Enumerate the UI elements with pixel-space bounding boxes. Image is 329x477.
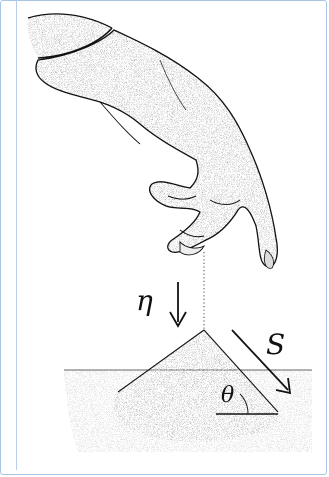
hand: [36, 30, 277, 268]
theta-label: θ: [221, 383, 234, 408]
sand-pile: [114, 330, 280, 442]
eta-arrow: [170, 282, 186, 326]
S-label: S: [266, 328, 285, 361]
eta-label: η: [136, 284, 153, 317]
